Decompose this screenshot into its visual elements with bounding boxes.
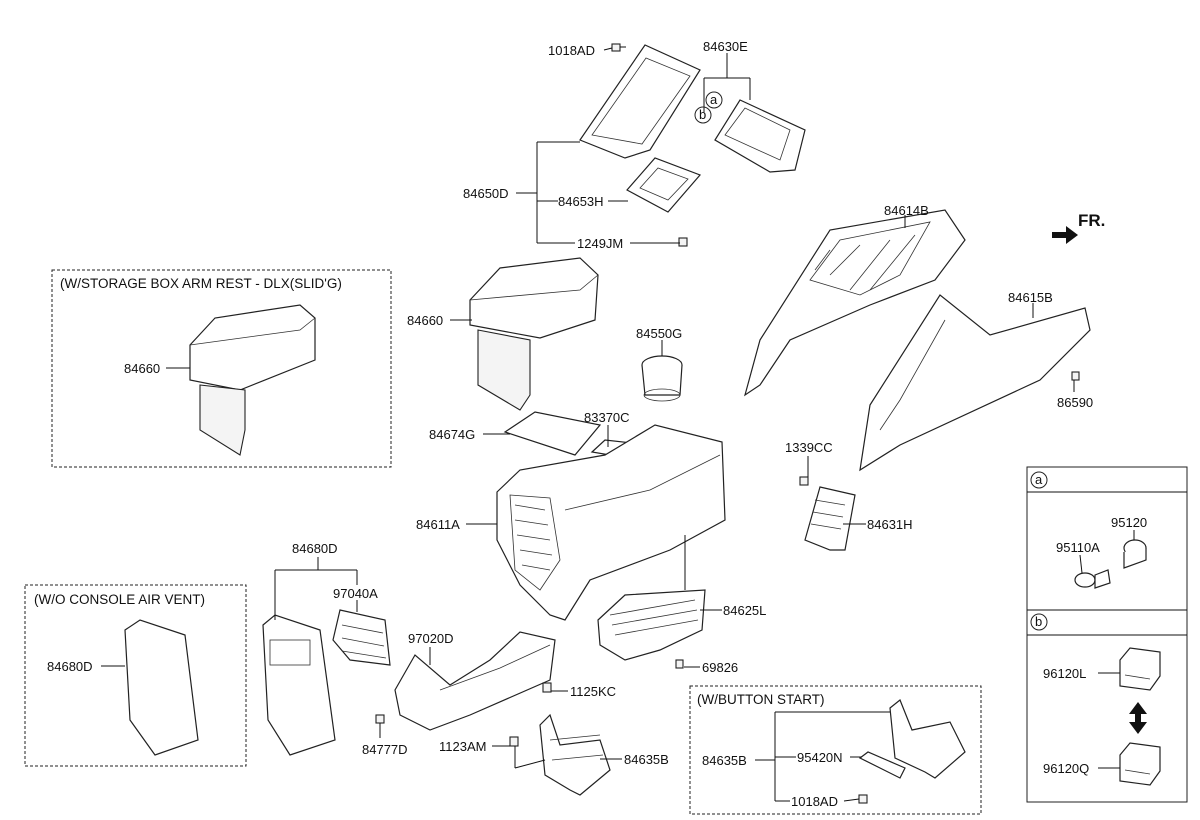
part-label: 84615B [1008,290,1053,305]
cup-holder-insert-drawing [641,355,683,402]
part-label: 84611A [416,517,460,532]
screw-icon [542,682,552,693]
side-cover-right-drawing [859,294,1091,472]
shift-plate-drawing [626,157,702,213]
upper-console-bezel-drawing [579,44,701,159]
screw-icon [375,714,385,724]
screw-icon [509,736,519,747]
support-bracket-option-drawing [889,699,966,779]
callout-b-label: b [699,107,706,122]
part-label: 1339CC [785,440,833,455]
part-label: 84550G [636,326,682,341]
part-label: 84653H [558,194,604,209]
part-label: 95120 [1111,515,1147,530]
part-label: 84631H [867,517,913,532]
storage-box-option-title: (W/STORAGE BOX ARM REST - DLX(SLID'G) [60,276,342,291]
part-label: 84680D [47,659,93,674]
leader-lines [101,47,1135,802]
part-label: 96120Q [1043,761,1089,776]
rear-cover-option-drawing [124,619,199,756]
screw-icon [675,659,684,669]
part-label: 84630E [703,39,748,54]
clip-icon [799,476,809,486]
legend-callout-a: a [1035,472,1043,487]
part-label: 1249JM [577,236,623,251]
console-mat-drawing [503,411,602,456]
swap-arrow-icon [1129,702,1147,734]
aux-jack-drawing [1119,742,1161,786]
part-label: 95420N [797,750,843,765]
part-label: 84777D [362,742,408,757]
part-label: 83370C [584,410,630,425]
part-label: 1018AD [548,43,595,58]
part-label: 1123AM [439,739,486,754]
part-label: 69826 [702,660,738,675]
part-label: 84614B [884,203,929,218]
part-label: 96120L [1043,666,1086,681]
front-arrow-icon [1052,226,1078,244]
part-label: 84680D [292,541,338,556]
support-bracket-drawing [539,713,611,796]
callout-a-icon [705,91,723,109]
part-label: 97020D [408,631,454,646]
part-label: 97040A [333,586,378,601]
legend-callout-b: b [1035,614,1042,629]
button-start-option-frame [689,685,982,815]
side-cover-left-drawing [743,209,966,397]
no-air-vent-option-frame [24,584,247,767]
switch-unit-drawing [714,99,806,173]
lighter-drawing [1074,569,1111,589]
part-label: 1018AD [791,794,838,809]
usb-jack-drawing [1119,647,1161,691]
floor-console-drawing [496,424,726,621]
part-label: 84660 [124,361,160,376]
console-box-unit-drawing [597,589,706,661]
callout-b-icon [694,106,712,124]
armrest-box-option-drawing [189,304,316,456]
part-label: 1125KC [570,684,616,699]
part-label: 84635B [624,752,669,767]
part-label: 84635B [702,753,747,768]
screw-icon [611,43,626,52]
part-label: 95110A [1056,540,1100,555]
air-duct-drawing [394,631,556,731]
screw-icon [678,237,688,247]
storage-box-option-frame [51,269,392,468]
front-label: FR. [1078,211,1105,230]
armrest-drawing [469,257,599,411]
part-label: 84660 [407,313,443,328]
callout-a-label: a [710,92,718,107]
screw-icon [1071,371,1080,381]
air-vent-drawing [332,609,391,666]
legend-callout-b-icon [1030,613,1048,631]
part-label: 86590 [1057,395,1093,410]
power-outlet-drawing [1123,539,1147,569]
button-start-option-title: (W/BUTTON START) [697,692,825,707]
part-label: 84625L [723,603,766,618]
legend-callout-a-icon [1030,471,1048,489]
rear-cover-drawing [262,614,336,756]
screw-icon [858,794,868,804]
bracket-drawing [804,486,856,551]
part-label: 84650D [463,186,509,201]
immobilizer-bracket-drawing [858,751,906,779]
part-label: 84674G [429,427,475,442]
no-air-vent-option-title: (W/O CONSOLE AIR VENT) [34,592,205,607]
